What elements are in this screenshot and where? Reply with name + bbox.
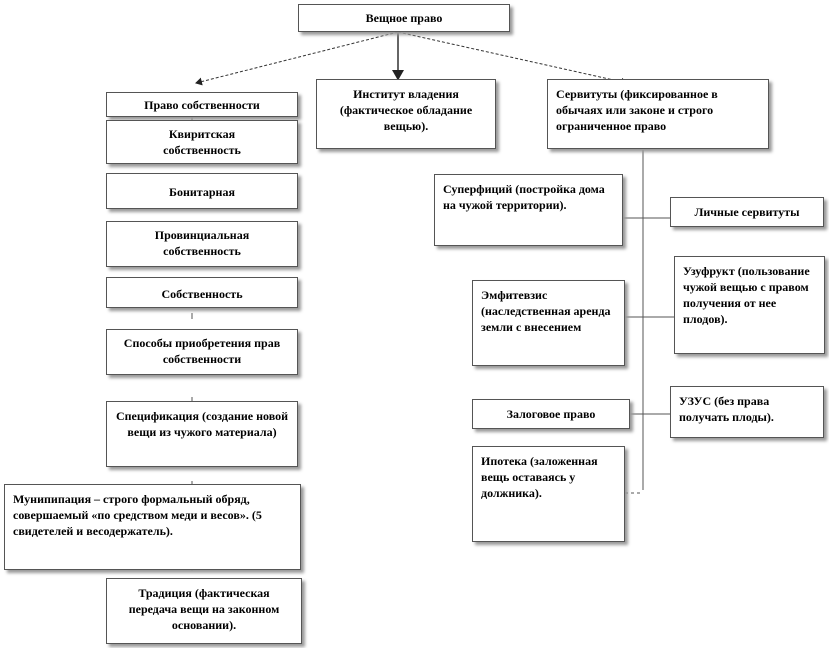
bonitary-node: Бонитарная — [106, 173, 298, 209]
personal-servitudes-node: Личные сервитуты — [670, 197, 824, 227]
possession-node: Институт владения (фактическое обладание… — [316, 79, 496, 149]
mancipation-node: Мунипипация – строго формальный обряд, с… — [4, 484, 301, 570]
pledge-label: Залоговое право — [506, 407, 596, 421]
root-node: Вещное право — [298, 4, 510, 32]
superficies-label: Суперфиций (постройка дома на чужой терр… — [443, 182, 605, 212]
property-label: Собственность — [161, 287, 243, 301]
usufruct-label: Узуфрукт (пользование чужой вещью с прав… — [683, 264, 810, 326]
possession-label: Институт владения (фактическое обладание… — [339, 87, 473, 133]
hypothec-node: Ипотека (заложенная вещь оставаясь у дол… — [472, 446, 625, 542]
tradition-label: Традиция (фактическая передача вещи на з… — [128, 586, 280, 632]
hypothec-label: Ипотека (заложенная вещь оставаясь у дол… — [481, 454, 598, 500]
usufruct-node: Узуфрукт (пользование чужой вещью с прав… — [674, 256, 825, 354]
root-label: Вещное право — [365, 11, 443, 25]
arrow-root-to-ownership — [195, 31, 399, 86]
arrow-root-to-servitudes — [397, 31, 628, 86]
property-node: Собственность — [106, 277, 298, 308]
bonitary-label: Бонитарная — [169, 185, 235, 199]
usus-node: УЗУС (без права получать плоды). — [670, 386, 824, 438]
quiritary-label: Квиритская собственность — [163, 127, 241, 157]
specification-label: Спецификация (создание новой вещи из чуж… — [115, 409, 289, 439]
personal-servitudes-label: Личные сервитуты — [694, 205, 800, 219]
emphyteusis-node: Эмфитевзис (наследственная аренда земли … — [472, 280, 625, 366]
acquisition-label: Способы приобретения прав собственности — [123, 336, 281, 366]
servitudes-label: Сервитуты (фиксированное в обычаях или з… — [556, 87, 718, 133]
quiritary-node: Квиритская собственность — [106, 120, 298, 164]
pledge-node: Залоговое право — [472, 399, 630, 429]
ownership-label: Право собственности — [144, 98, 260, 112]
usus-label: УЗУС (без права получать плоды). — [679, 394, 774, 424]
specification-node: Спецификация (создание новой вещи из чуж… — [106, 401, 298, 467]
mancipation-label: Мунипипация – строго формальный обряд, с… — [13, 492, 262, 538]
provincial-label: Провинциальная собственность — [154, 228, 250, 258]
tradition-node: Традиция (фактическая передача вещи на з… — [106, 578, 302, 644]
provincial-node: Провинциальная собственность — [106, 221, 298, 267]
acquisition-node: Способы приобретения прав собственности — [106, 329, 298, 375]
superficies-node: Суперфиций (постройка дома на чужой терр… — [434, 174, 623, 246]
emphyteusis-label: Эмфитевзис (наследственная аренда земли … — [481, 288, 611, 334]
ownership-node: Право собственности — [106, 92, 298, 117]
servitudes-node: Сервитуты (фиксированное в обычаях или з… — [547, 79, 769, 149]
